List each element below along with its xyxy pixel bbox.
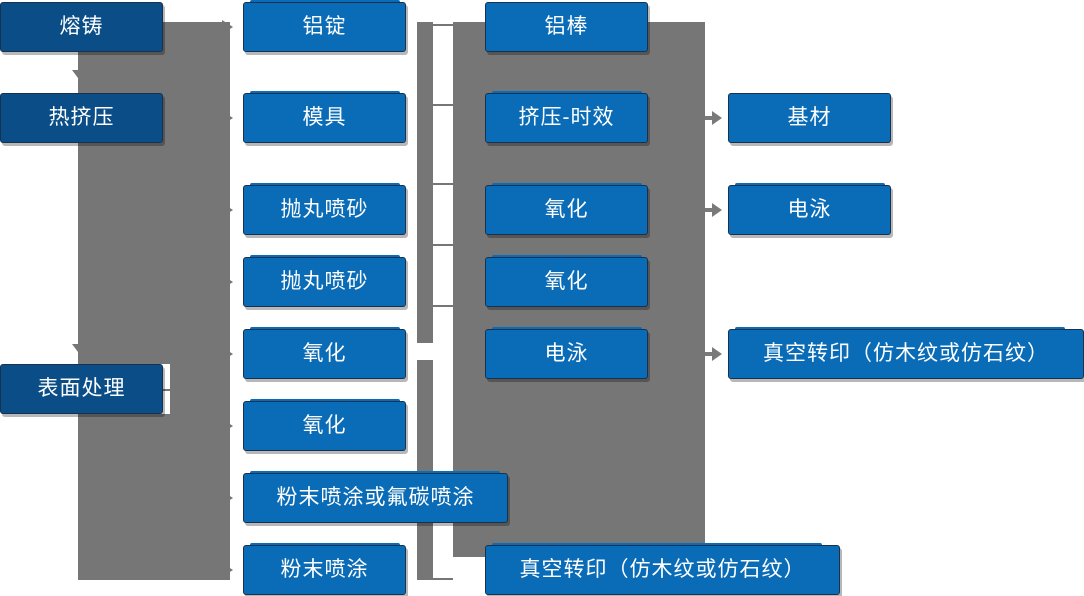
flow-arrow-4 xyxy=(222,275,233,289)
surface-treatment-leader xyxy=(163,389,185,391)
box-stage-hot-extrusion[interactable]: 热挤压 xyxy=(0,93,163,143)
output-arrow-head-3 xyxy=(712,347,722,361)
box-extrusion-aging[interactable]: 挤压-时效 xyxy=(485,93,648,143)
bracket-tick-5 xyxy=(433,305,453,307)
box-shot-blasting-1[interactable]: 抛丸喷砂 xyxy=(243,185,406,235)
output-arrow-head-2 xyxy=(712,203,722,217)
box-oxidation-col3-2[interactable]: 氧化 xyxy=(485,257,648,307)
flow-arrow-6 xyxy=(222,419,233,433)
box-mold[interactable]: 模具 xyxy=(243,93,406,143)
downward-arrow-melting xyxy=(72,70,84,78)
box-electrophoresis-col3[interactable]: 电泳 xyxy=(485,329,648,379)
box-powder-coating[interactable]: 粉末喷涂 xyxy=(243,545,406,595)
box-electrophoresis-col4[interactable]: 电泳 xyxy=(728,185,891,235)
flow-arrow-2 xyxy=(222,111,233,125)
output-arrow-shaft-3 xyxy=(705,352,717,356)
box-aluminum-ingot[interactable]: 铝锭 xyxy=(243,2,406,52)
bracket-tick-3 xyxy=(433,183,453,185)
box-stage-melting[interactable]: 熔铸 xyxy=(0,2,163,52)
box-base-material[interactable]: 基材 xyxy=(728,93,891,143)
box-vacuum-transfer-printing-col4[interactable]: 真空转印（仿木纹或仿石纹） xyxy=(728,329,1084,379)
bracket-tick-4 xyxy=(433,244,453,246)
flow-arrow-8 xyxy=(222,563,233,577)
downward-arrow-extrusion xyxy=(72,344,84,352)
box-stage-surface-treatment[interactable]: 表面处理 xyxy=(0,364,163,414)
bracket-tick-1 xyxy=(433,24,453,26)
box-oxidation-col2-2[interactable]: 氧化 xyxy=(243,401,406,451)
middle-bracket-bar-upper xyxy=(417,22,433,343)
box-oxidation-col2-1[interactable]: 氧化 xyxy=(243,329,406,379)
box-powder-or-fluorocarbon-coating[interactable]: 粉末喷涂或氟碳喷涂 xyxy=(243,473,508,523)
box-shot-blasting-2[interactable]: 抛丸喷砂 xyxy=(243,257,406,307)
box-vacuum-transfer-printing-col3[interactable]: 真空转印（仿木纹或仿石纹） xyxy=(485,545,840,595)
box-aluminum-bar[interactable]: 铝棒 xyxy=(485,2,648,52)
bracket-tick-6 xyxy=(433,578,453,580)
output-arrow-head-1 xyxy=(712,111,722,125)
flow-arrow-1 xyxy=(222,20,233,34)
output-arrow-shaft-1 xyxy=(705,116,717,120)
flow-arrow-5 xyxy=(222,347,233,361)
middle-bracket-bar-lower xyxy=(417,360,433,580)
box-oxidation-col3-1[interactable]: 氧化 xyxy=(485,185,648,235)
flow-arrow-3 xyxy=(222,203,233,217)
output-arrow-shaft-2 xyxy=(705,208,717,212)
bracket-tick-2 xyxy=(433,104,453,106)
flow-arrow-7 xyxy=(222,491,233,505)
